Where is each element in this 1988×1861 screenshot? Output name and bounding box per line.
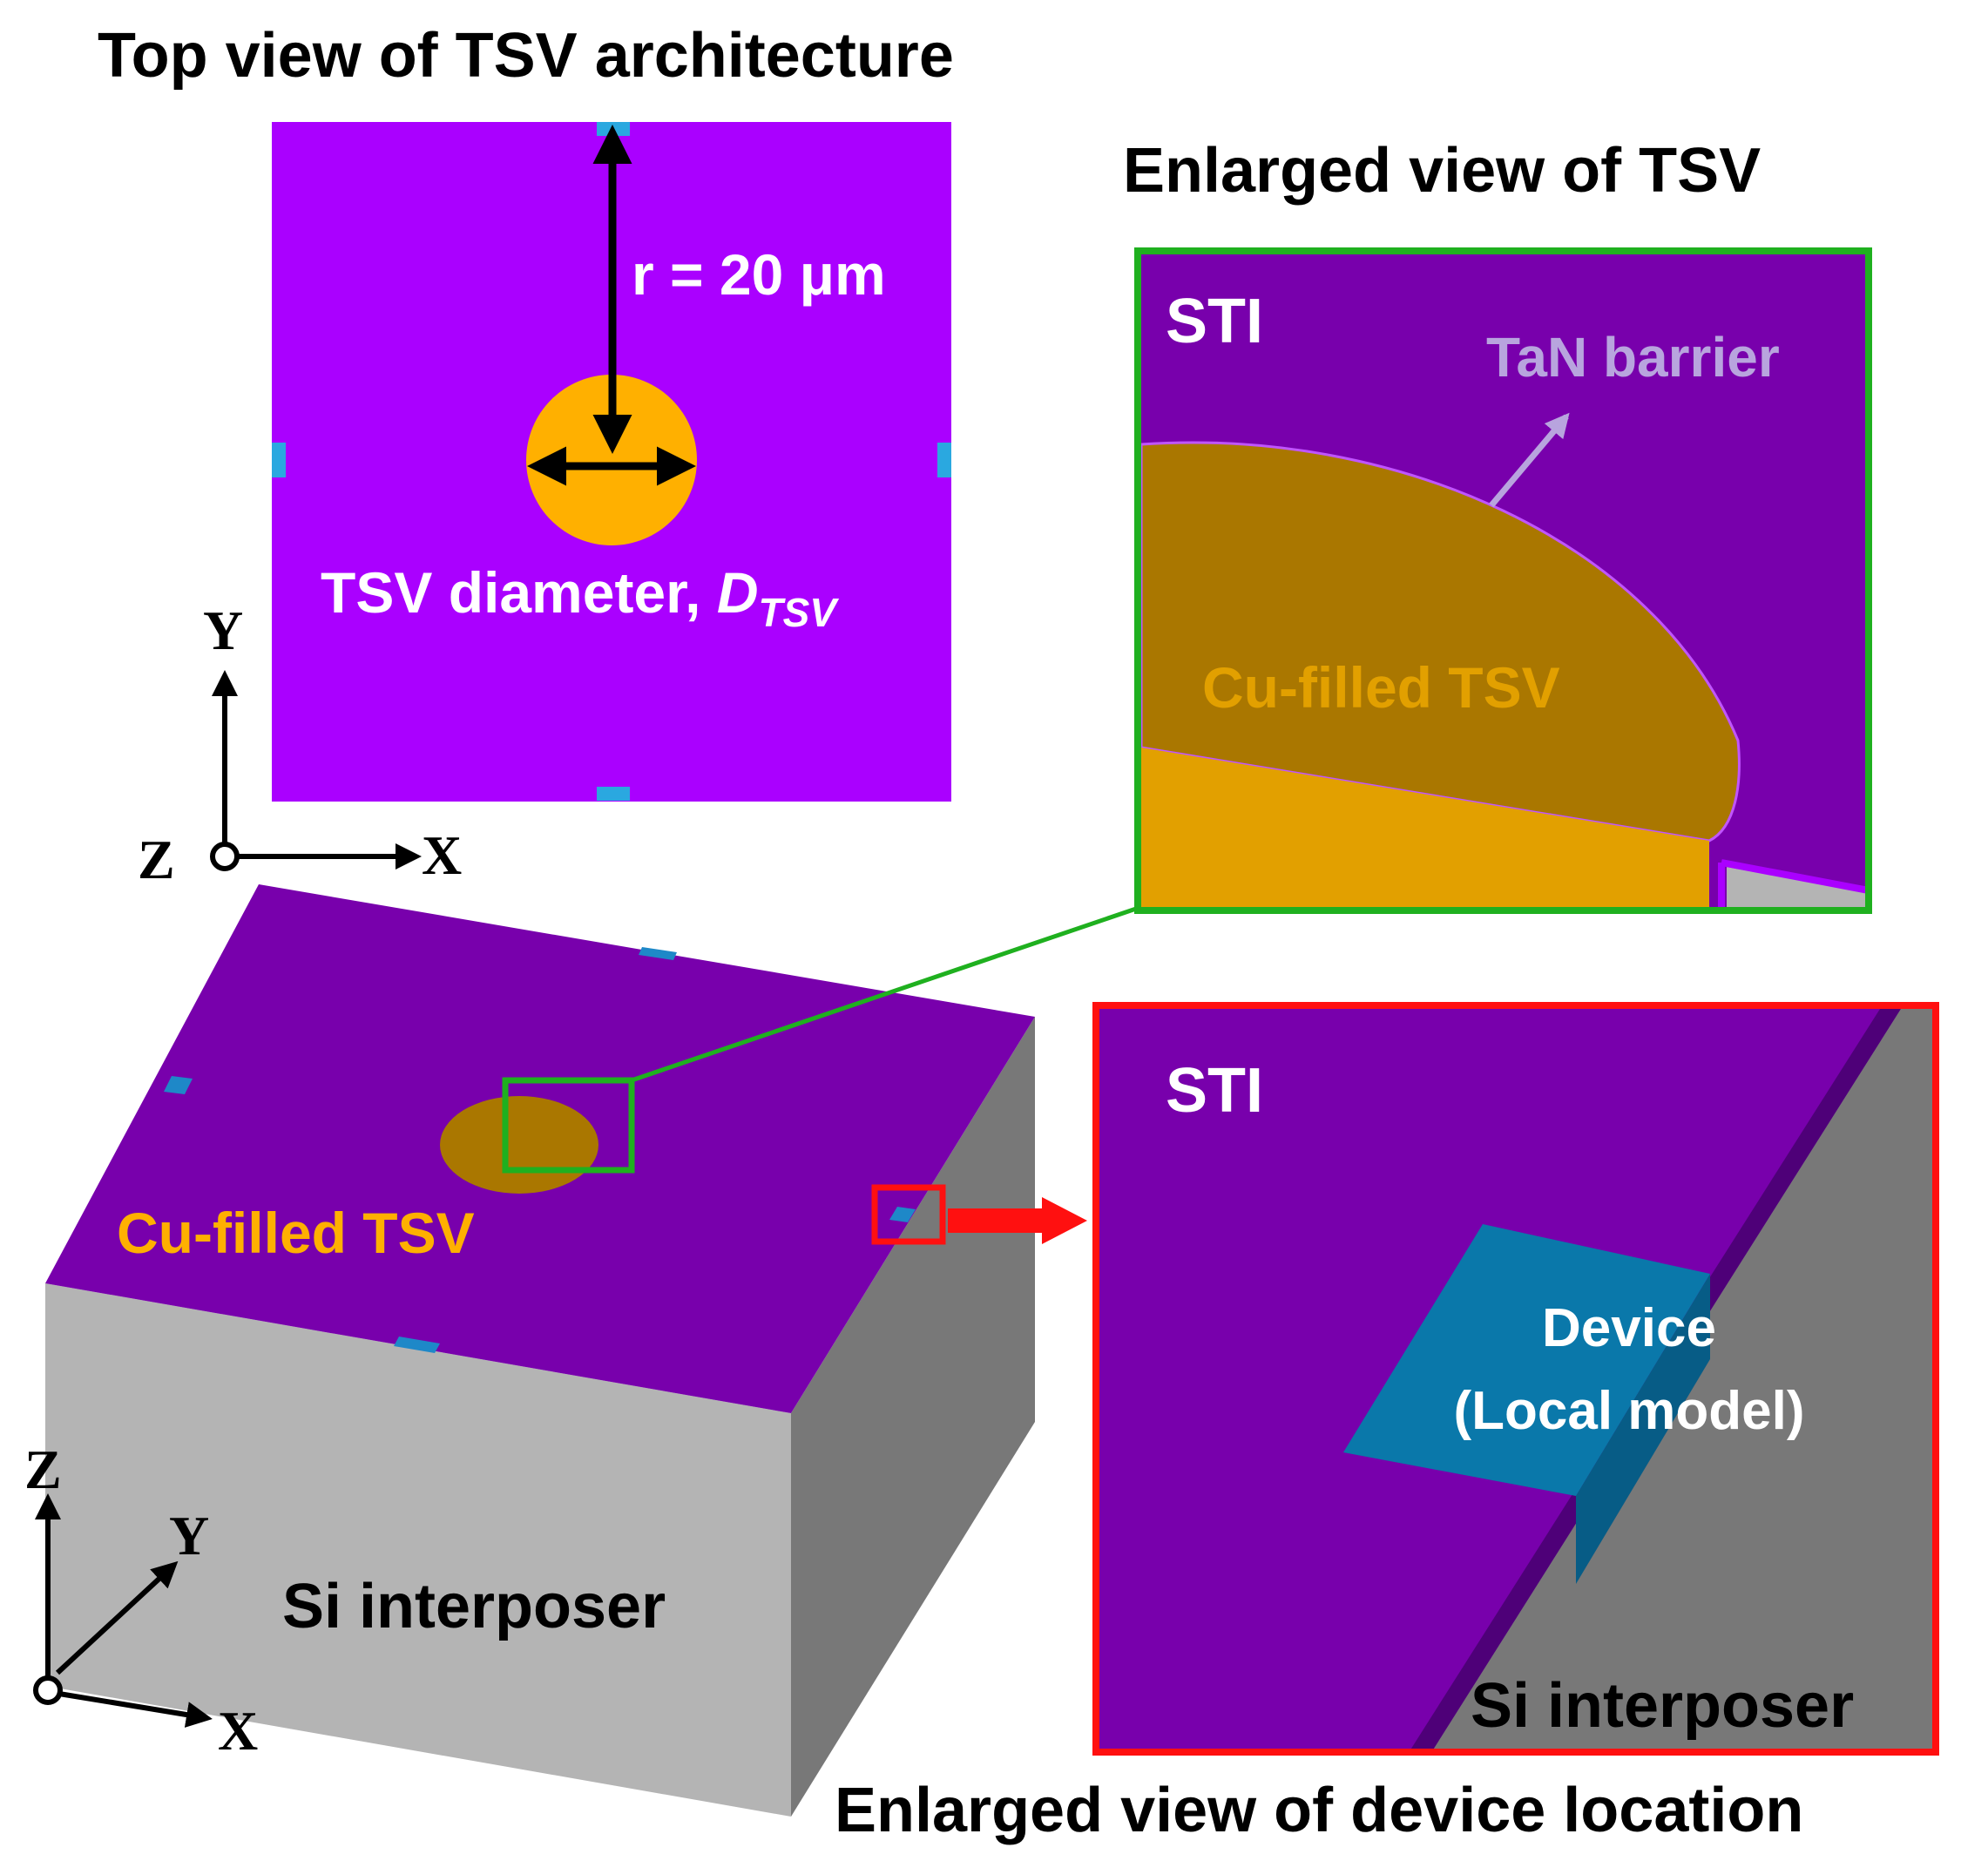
enlarged-tsv-cu-label: Cu-filled TSV: [1202, 655, 1560, 720]
block-tsv-ellipse: [440, 1096, 598, 1194]
enlarged-tsv-sti-label: STI: [1166, 287, 1263, 356]
axis-3d-z-label: Z: [24, 1438, 62, 1500]
enlarged-tsv-cu-top: [1141, 441, 1741, 843]
axis-2d-y-label: Y: [203, 599, 243, 661]
device-highlight-box: [871, 1184, 946, 1245]
local-model-label: (Local model): [1453, 1381, 1804, 1441]
enlarged-tsv-barrier-label: TaN barrier: [1486, 326, 1780, 389]
axes-2d: Y X Z: [138, 599, 462, 890]
axis-2d-z-label: Z: [138, 829, 175, 890]
axis-2d-origin: [210, 842, 240, 871]
diameter-label: TSV diameter, DTSV: [321, 560, 839, 635]
device-marker-left: [272, 443, 286, 477]
block-front-face: [45, 1283, 791, 1817]
enlarged-tsv-cu-side: [1141, 748, 1709, 907]
block-device-marker-front: [394, 1337, 440, 1353]
enlarged-device-sti-label: STI: [1166, 1056, 1263, 1126]
block-cu-label: Cu-filled TSV: [117, 1201, 475, 1265]
axis-3d-x-label: X: [218, 1700, 258, 1762]
enlarged-tsv-panel: STI TaN barrier Cu-filled TSV: [1141, 254, 1865, 907]
tsv-connector-line: [631, 906, 1137, 1083]
block-3d: Cu-filled TSV Si interposer: [45, 884, 1035, 1817]
enlarged-device-frame: [1092, 1002, 1939, 1756]
top-view-title: Top view of TSV architecture: [98, 21, 954, 91]
tsv-highlight-box: [502, 1077, 635, 1174]
block-device-marker-left: [164, 1076, 193, 1094]
device-marker-bottom: [597, 787, 630, 801]
enlarged-tsv-barrier-edge: [1721, 859, 1865, 894]
enlarged-tsv-si-corner: [1727, 867, 1865, 907]
axis-3d-x-line: [58, 1691, 213, 1728]
enlarged-device-si-label: Si interposer: [1471, 1671, 1854, 1741]
radius-label: r = 20 μm: [632, 242, 886, 307]
top-view-panel: r = 20 μm TSV diameter, DTSV: [272, 122, 951, 802]
axes-3d: Z Y X: [24, 1438, 258, 1762]
enlarged-tsv-frame: [1134, 247, 1872, 914]
device-label: Device: [1542, 1298, 1716, 1358]
enlarged-device-top: [1343, 1224, 1710, 1496]
enlarged-tsv-title: Enlarged view of TSV: [1123, 136, 1761, 206]
block-si-label: Si interposer: [282, 1572, 666, 1641]
block-device-marker-right: [889, 1207, 916, 1222]
enlarged-device-side: [1576, 1274, 1710, 1584]
axis-2d-x-label: X: [422, 824, 462, 886]
device-marker-right: [937, 443, 951, 477]
enlarged-tsv-barrier-arrow: [1489, 412, 1570, 508]
axis-3d-y-line: [55, 1560, 179, 1675]
axis-3d-y-label: Y: [169, 1505, 209, 1567]
block-device-marker-back: [639, 947, 677, 960]
enlarged-device-title: Enlarged view of device location: [835, 1776, 1803, 1845]
enlarged-device-panel: STI Device (Local model) Si interposer: [1099, 1009, 1932, 1749]
axis-3d-origin: [33, 1675, 63, 1705]
device-connector-arrow: [948, 1197, 1087, 1244]
